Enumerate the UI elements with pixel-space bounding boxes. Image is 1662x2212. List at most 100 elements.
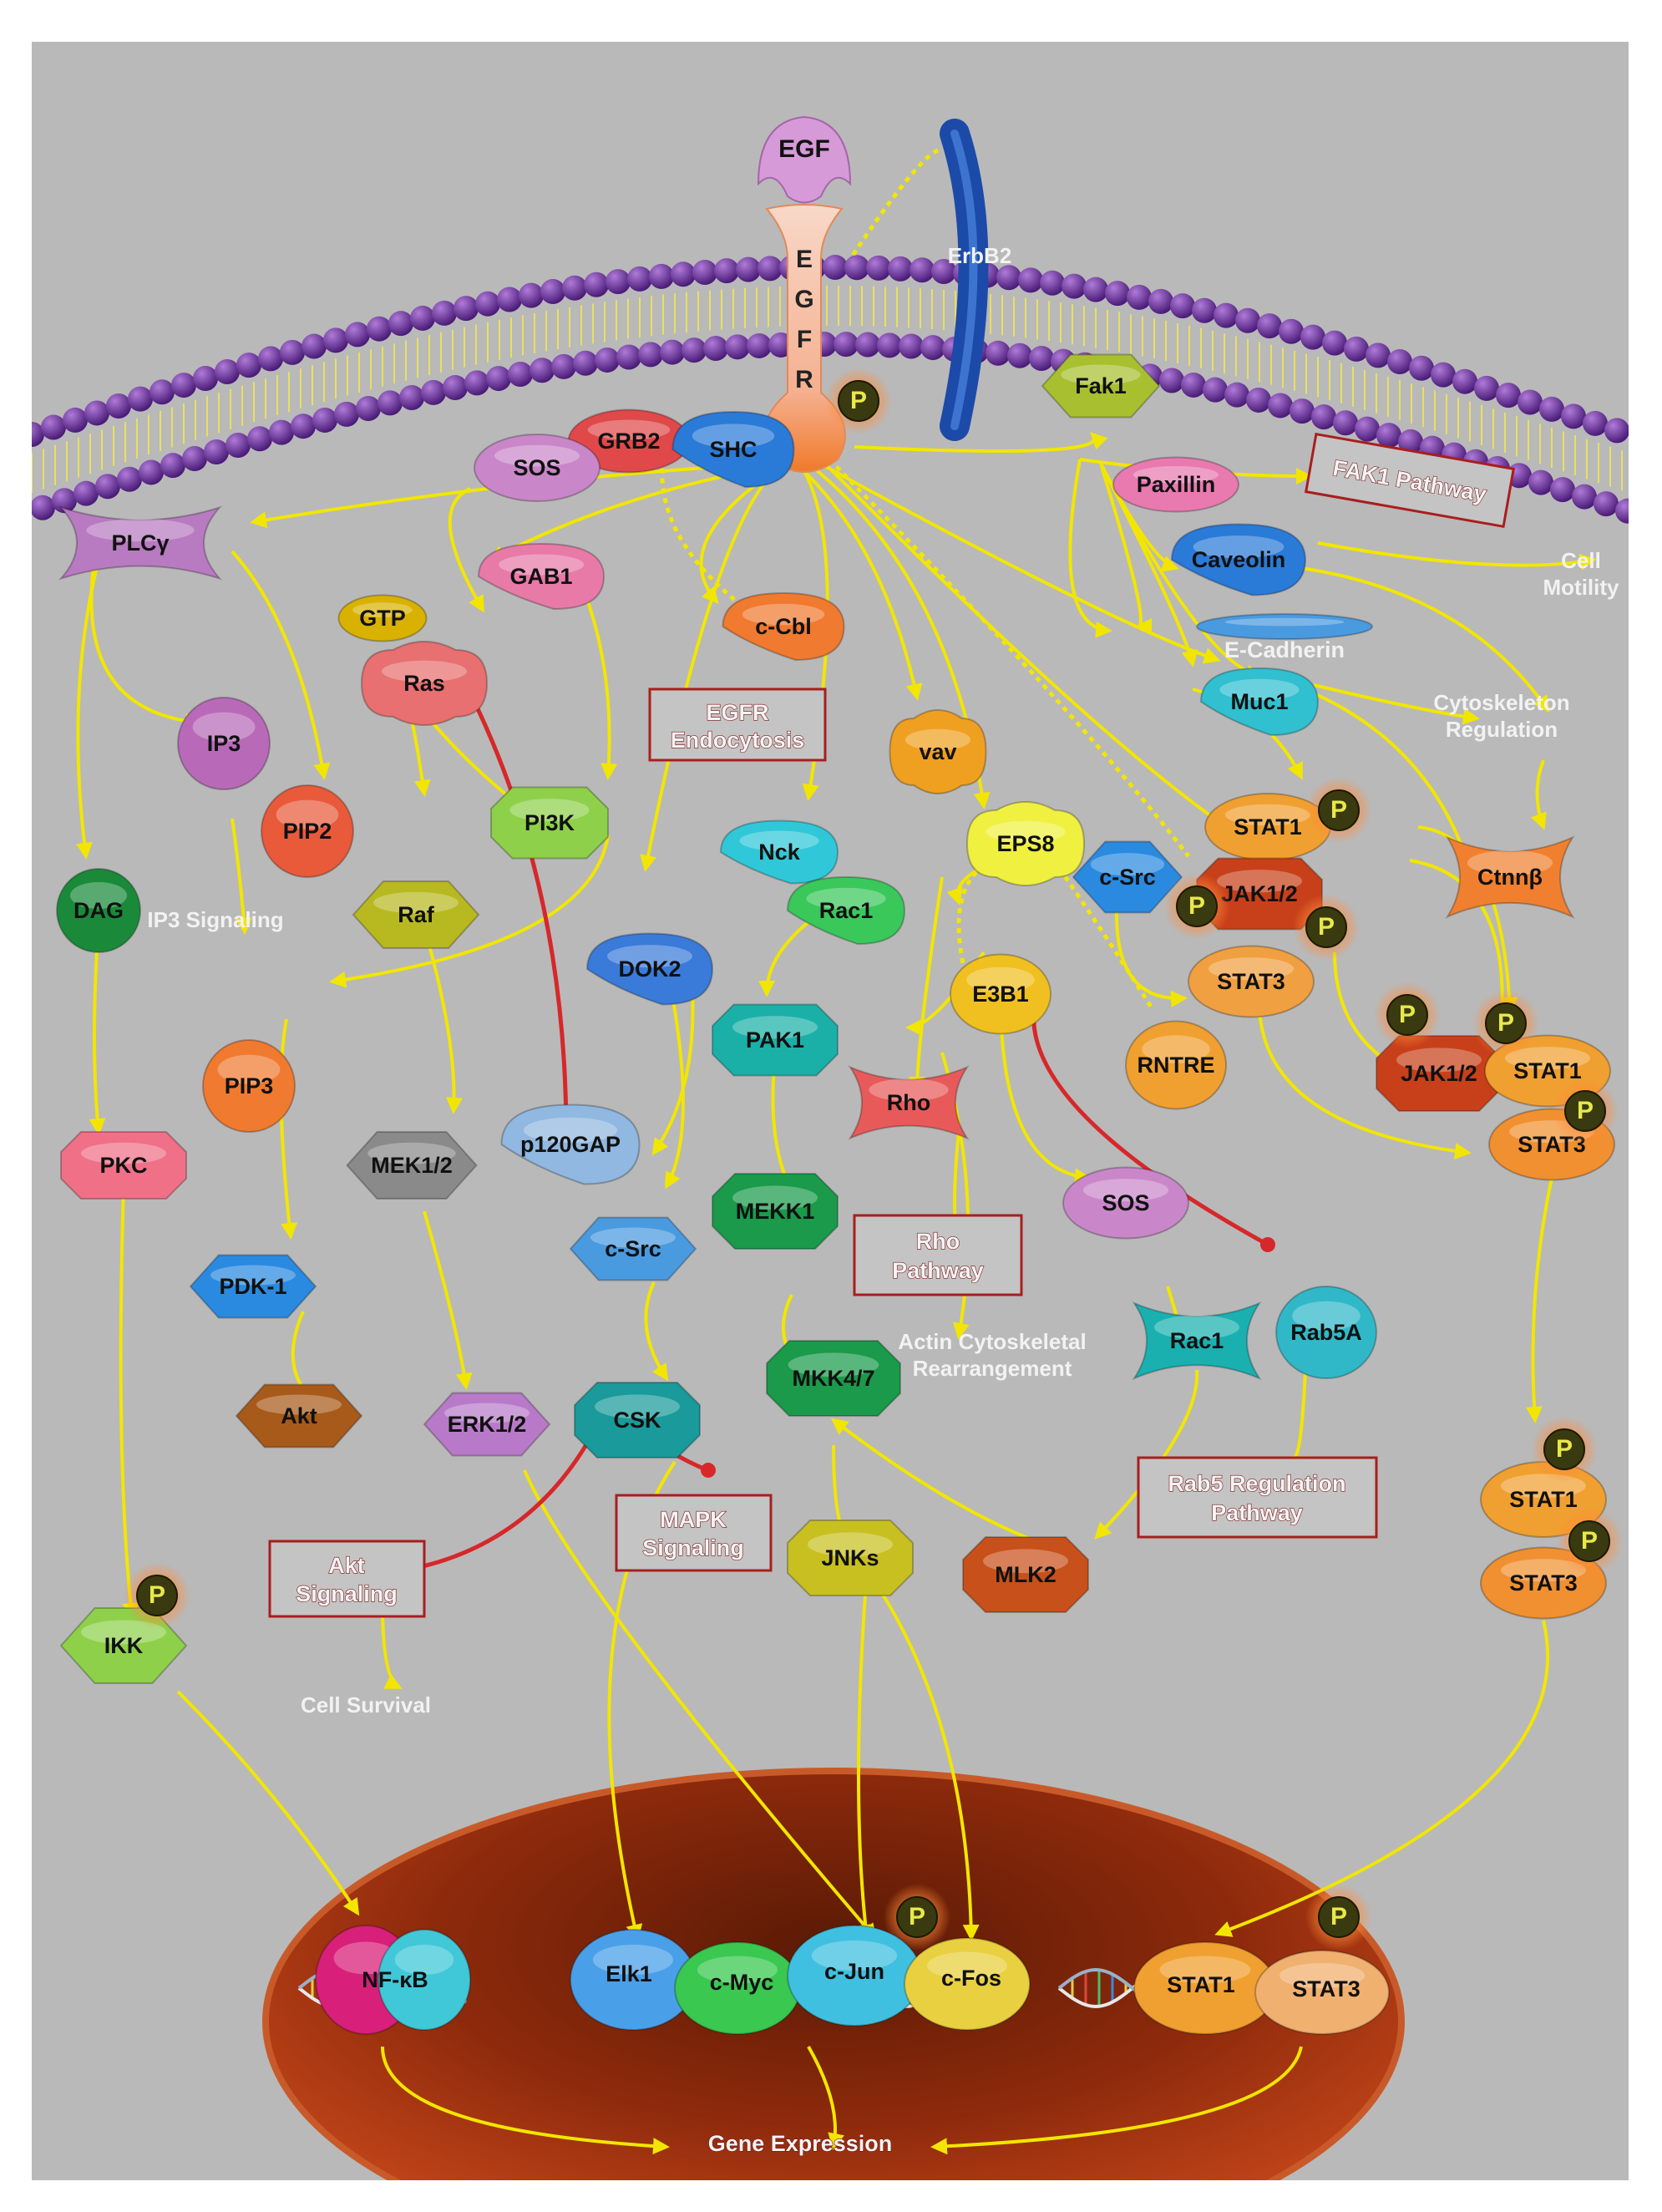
mekk1-label: MEKK1 xyxy=(736,1199,815,1224)
akt-signaling-line2: Signaling xyxy=(296,1581,398,1606)
stat3-nuclear-label: STAT3 xyxy=(1292,1976,1361,2001)
mekk1-node: MEKK1 xyxy=(712,1173,839,1250)
activation-arrow xyxy=(857,1570,874,1941)
dotted-arrow xyxy=(848,148,940,261)
phospho-marker: P xyxy=(1293,894,1360,961)
plcg-label: PLCγ xyxy=(111,530,169,556)
fak1-label: Fak1 xyxy=(1075,373,1127,398)
dag-label: DAG xyxy=(73,898,124,923)
jnks-node: JNKs xyxy=(787,1519,914,1596)
activation-arrow xyxy=(644,1281,669,1382)
stat3-c-node: STAT3 xyxy=(1480,1546,1607,1620)
phospho-marker: P xyxy=(1305,1884,1372,1951)
activation-arrow xyxy=(176,1690,360,1916)
mapk-signaling-line1: MAPK xyxy=(660,1507,727,1532)
muc1-label: Muc1 xyxy=(1230,689,1288,714)
activation-arrow xyxy=(930,2046,1303,2155)
nck-label: Nck xyxy=(758,840,801,865)
cell-survival-label: Cell Survival xyxy=(301,1692,431,1717)
csrc-left-label: c-Src xyxy=(605,1236,661,1261)
phospho-marker: P xyxy=(124,1562,190,1629)
mlk2-label: MLK2 xyxy=(995,1562,1056,1587)
ecadherin-node: E-Cadherin xyxy=(1196,613,1373,662)
activation-arrow xyxy=(1300,566,1550,713)
rac1-top-label: Rac1 xyxy=(819,898,874,923)
erbb2-label: ErbB2 xyxy=(948,243,1012,268)
activation-arrow xyxy=(329,835,610,988)
akt-signaling-box: Akt Signaling xyxy=(268,1540,426,1618)
mlk2-node: MLK2 xyxy=(962,1536,1089,1613)
pip2-label: PIP2 xyxy=(283,819,332,844)
phospho-label: P xyxy=(850,387,867,414)
cell-membrane xyxy=(32,255,1629,524)
activation-arrow xyxy=(794,462,923,701)
jak12-b-label: JAK1/2 xyxy=(1401,1061,1477,1086)
sos-top-node: SOS xyxy=(474,434,600,502)
cell-motility-line2: Motility xyxy=(1543,575,1620,600)
rho-node: Rho xyxy=(848,1065,970,1140)
dag-node: DAG xyxy=(56,868,141,953)
activation-arrow xyxy=(1317,541,1597,571)
egfr-endocytosis-line2: Endocytosis xyxy=(671,728,805,753)
akt-signaling-line1: Akt xyxy=(328,1553,365,1578)
stat1-b-label: STAT1 xyxy=(1513,1058,1582,1083)
rac1-low-node: Rac1 xyxy=(1132,1301,1262,1381)
activation-arrow xyxy=(1068,459,1112,638)
activation-arrow xyxy=(854,432,1108,453)
akt-node: Akt xyxy=(235,1383,363,1448)
mapk-signaling-box: MAPK Signaling xyxy=(615,1494,773,1572)
pathway-boxes: FAK1 Pathway EGFR Endocytosis Rho Pathwa… xyxy=(268,432,1515,1618)
nck-node: Nck xyxy=(719,819,839,885)
outcome-labels: Cell Motility Cytoskeleton Regulation IP… xyxy=(147,548,1619,1717)
phospho-marker: P xyxy=(1305,777,1372,844)
activation-arrow xyxy=(423,926,463,1114)
activation-arrow xyxy=(1099,463,1153,635)
mek12-node: MEK1/2 xyxy=(346,1131,478,1200)
mkk47-label: MKK4/7 xyxy=(792,1366,874,1391)
activation-arrow xyxy=(651,977,695,1156)
activation-arrow xyxy=(1258,1010,1472,1159)
egfr-receptor: E G F R xyxy=(763,204,846,473)
stat3-a-label: STAT3 xyxy=(1217,969,1285,994)
jak12-a-label: JAK1/2 xyxy=(1221,881,1298,906)
phospho-label: P xyxy=(1188,892,1205,920)
pi3k-label: PI3K xyxy=(524,810,575,835)
rntre-label: RNTRE xyxy=(1138,1053,1215,1078)
activation-arrow xyxy=(89,922,106,1135)
sos-mid-label: SOS xyxy=(1102,1190,1149,1215)
elk1-nuclear-label: Elk1 xyxy=(606,1961,652,1986)
activation-arrow xyxy=(381,2046,670,2155)
grb2-label: GRB2 xyxy=(597,429,660,454)
ctnnb-node: Ctnnβ xyxy=(1445,835,1575,919)
caveolin-label: Caveolin xyxy=(1192,547,1286,572)
stat3-c-label: STAT3 xyxy=(1509,1570,1578,1596)
actin-line2: Rearrangement xyxy=(913,1356,1072,1381)
rab5a-node: Rab5A xyxy=(1275,1286,1377,1379)
cjun-nuclear-label: c-Jun xyxy=(824,1959,884,1984)
egf-label: EGF xyxy=(778,135,830,163)
mkk47-node: MKK4/7 xyxy=(766,1340,901,1417)
muc1-node: Muc1 xyxy=(1199,667,1320,737)
activation-arrow xyxy=(381,1603,403,1689)
akt-label: Akt xyxy=(281,1403,317,1428)
activation-arrow xyxy=(999,993,1092,1185)
inhibition-line xyxy=(1031,1010,1275,1252)
gtp-node: GTP xyxy=(337,594,428,642)
pip3-label: PIP3 xyxy=(225,1073,274,1098)
cfos-nuclear xyxy=(904,1937,1031,2031)
eps8-label: EPS8 xyxy=(996,831,1054,856)
egfr-letter-g: G xyxy=(794,286,813,313)
ecadherin-label: E-Cadherin xyxy=(1224,637,1345,662)
vav-label: vav xyxy=(919,739,956,764)
dok2-node: DOK2 xyxy=(585,932,714,1006)
rntre-node: RNTRE xyxy=(1125,1020,1227,1110)
activation-arrow xyxy=(815,454,1242,838)
phospho-marker: P xyxy=(884,1884,950,1951)
csk-label: CSK xyxy=(613,1408,661,1433)
pdk1-node: PDK-1 xyxy=(189,1254,317,1319)
p120gap-node: p120GAP xyxy=(500,1103,641,1185)
activation-arrow xyxy=(523,1469,878,1941)
paxillin-label: Paxillin xyxy=(1137,472,1216,497)
